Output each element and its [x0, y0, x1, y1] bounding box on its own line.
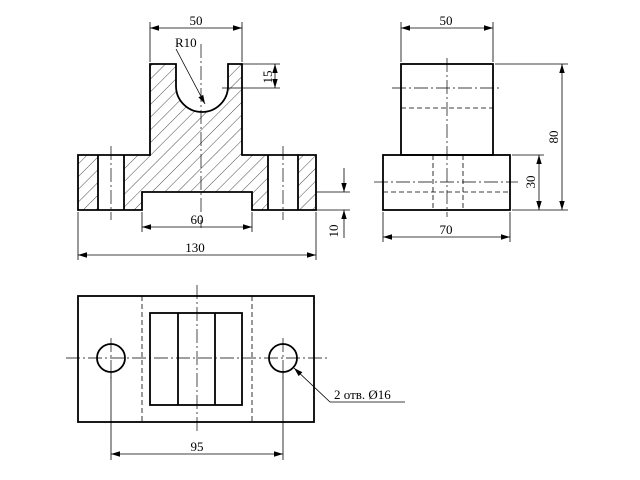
dimension-label-total-width: 130 [185, 240, 205, 255]
front-view-outline [77, 63, 317, 211]
top-view-upper-block [149, 312, 243, 406]
dimension-label-base-width: 70 [440, 222, 453, 237]
dimension-label-top-width: 50 [440, 13, 453, 28]
dimension-label-slot-depth: 15 [260, 71, 275, 84]
side-view: 50 80 30 70 [374, 13, 568, 242]
dimension-label-total-height: 80 [546, 131, 561, 144]
dimension-label-base-height: 10 [326, 225, 341, 238]
hole-note-leader [293, 367, 405, 403]
hole-note-label: 2 отв. Ø16 [334, 387, 391, 402]
dimension-label-radius: R10 [175, 35, 197, 50]
dimension-label-hole-spacing: 95 [191, 439, 204, 454]
radius-leader [175, 48, 206, 105]
side-view-base-block [382, 154, 511, 211]
front-view-section-hatch [78, 64, 316, 210]
dimension-label-top-width: 50 [190, 13, 203, 28]
dimension-label-base-height: 30 [523, 176, 538, 189]
top-view-outline [77, 295, 315, 423]
dimension-label-groove-width: 60 [191, 212, 204, 227]
front-view: 50 R10 15 10 60 130 [77, 13, 350, 260]
top-view: 2 отв. Ø16 95 [66, 285, 405, 460]
